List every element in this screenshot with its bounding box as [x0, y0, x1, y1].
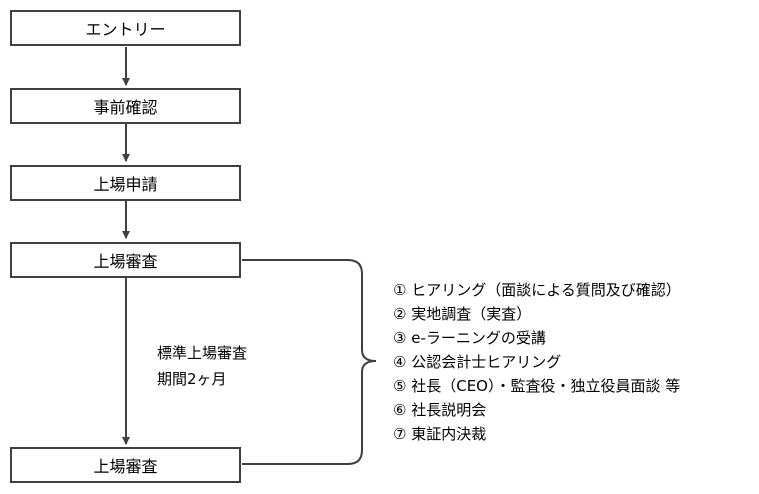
step-review-end: 上場審査 [10, 447, 241, 483]
period-line-1: 標準上場審査 [157, 344, 248, 362]
step-review-start: 上場審査 [10, 242, 241, 278]
review-item: ⑥ 社長説明会 [393, 401, 487, 419]
period-line-2: 期間2ヶ月 [157, 370, 227, 388]
step-label: 上場審査 [93, 457, 158, 476]
step-label: 事前確認 [93, 98, 158, 117]
review-bracket [242, 259, 377, 465]
review-item: ① ヒアリング（面談による質問及び確認） [393, 281, 681, 299]
step-pre-check: 事前確認 [10, 88, 241, 124]
step-label: エントリー [85, 20, 166, 39]
step-label: 上場申請 [93, 175, 158, 194]
review-item: ⑦ 東証内決裁 [393, 425, 487, 443]
step-entry: エントリー [10, 10, 241, 46]
review-item: ② 実地調査（実査） [393, 305, 532, 323]
review-item-list: ① ヒアリング（面談による質問及び確認） ② 実地調査（実査） ③ e-ラーニン… [393, 278, 681, 446]
review-item: ④ 公認会計士ヒアリング [393, 353, 562, 371]
review-item: ③ e-ラーニングの受講 [393, 329, 546, 347]
review-item: ⑤ 社長（CEO）・監査役・独立役員面談 等 [393, 377, 681, 395]
step-label: 上場審査 [93, 252, 158, 271]
step-application: 上場申請 [10, 165, 241, 201]
